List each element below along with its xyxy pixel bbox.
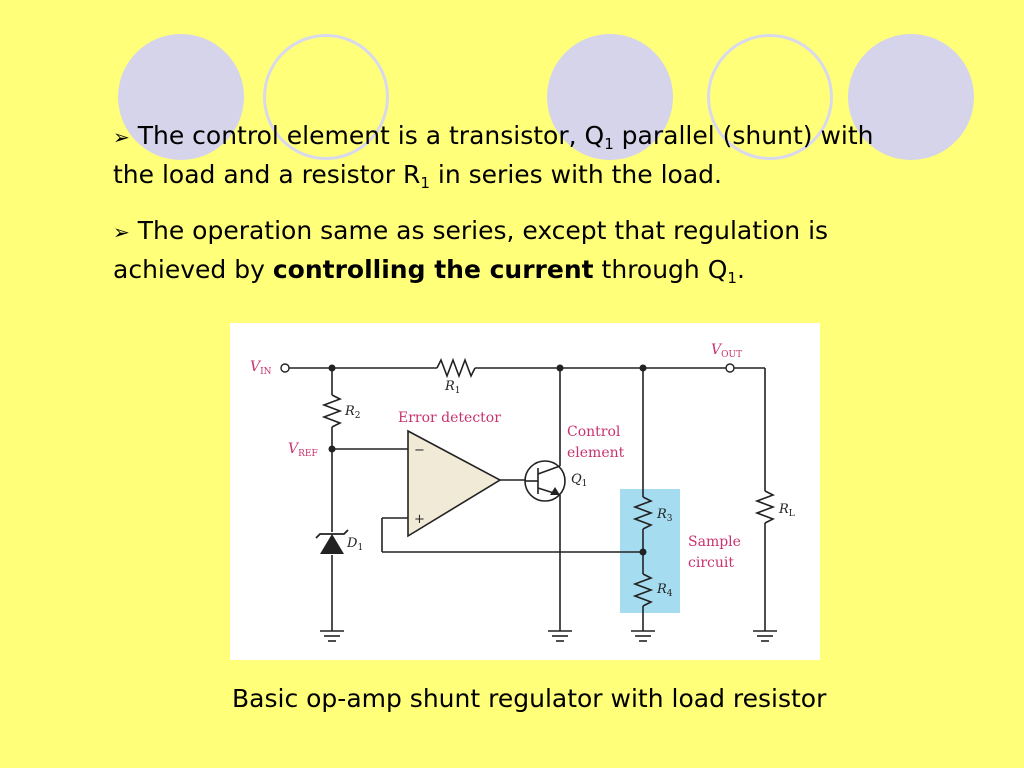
transistor-q1	[524, 460, 566, 502]
decorative-circle	[118, 34, 244, 160]
junction-dot	[328, 445, 336, 453]
bold-emphasis: controlling the current	[272, 255, 594, 284]
subscript: 1	[727, 269, 737, 287]
r4-label: R4	[656, 582, 673, 599]
bullet-text: .	[736, 255, 745, 284]
resistor-r2	[321, 394, 343, 428]
r1-label: R1	[444, 379, 461, 396]
bullet-text: The control element is a transistor, Q	[137, 121, 605, 150]
subscript: 1	[420, 174, 430, 192]
decorative-ring	[263, 34, 389, 160]
junction-dot	[639, 364, 647, 372]
r3-label: R3	[656, 507, 673, 524]
bullet-text: The operation same as series, except tha…	[113, 216, 829, 284]
ground-icon	[753, 630, 777, 642]
vout-terminal	[725, 363, 735, 373]
junction-dot	[556, 364, 564, 372]
decorative-ring	[707, 34, 833, 160]
vout-label: VOUT	[711, 342, 742, 360]
shunt-regulator-schematic: VIN VOUT VREF R1 R2 R3 R4 RL D1 Q1 Error…	[250, 342, 795, 642]
q1-label: Q1	[571, 472, 587, 489]
sample-circuit-label-line2: circuit	[688, 555, 734, 571]
bullet-point-1: ➢ The control element is a transistor, Q…	[113, 117, 913, 194]
circuit-figure: VIN VOUT VREF R1 R2 R3 R4 RL D1 Q1 Error…	[230, 323, 820, 660]
resistor-rl	[754, 490, 776, 524]
decorative-circle	[547, 34, 673, 160]
bullet-text: parallel (shunt) with the load and a res…	[113, 121, 874, 189]
ground-icon	[631, 630, 655, 642]
vin-terminal	[280, 363, 290, 373]
ground-icon	[548, 630, 572, 642]
zener-diode-d1	[315, 529, 349, 554]
sample-circuit-highlight	[620, 489, 680, 613]
opamp-plus-label: +	[414, 512, 425, 527]
bullet-point-2: ➢ The operation same as series, except t…	[113, 212, 913, 289]
decorative-circle	[848, 34, 974, 160]
resistor-r3	[632, 496, 654, 530]
bullet-arrow-icon: ➢	[113, 125, 130, 149]
opamp-minus-label: −	[414, 443, 425, 458]
op-amp-triangle	[407, 429, 502, 538]
control-element-label-line2: element	[567, 445, 625, 461]
vref-label: VREF	[288, 441, 318, 459]
r2-label: R2	[344, 404, 361, 421]
resistor-r4	[632, 573, 654, 607]
subscript: 1	[604, 135, 614, 153]
control-element-label-line1: Control	[567, 424, 621, 440]
junction-dot	[639, 548, 647, 556]
figure-caption: Basic op-amp shunt regulator with load r…	[232, 684, 827, 713]
bullet-text: through Q	[593, 255, 728, 284]
sample-circuit-label-line1: Sample	[688, 534, 741, 550]
vin-label: VIN	[250, 359, 272, 377]
d1-label: D1	[346, 536, 363, 553]
bullet-arrow-icon: ➢	[113, 220, 130, 244]
resistor-r1	[436, 357, 476, 379]
ground-icon	[320, 630, 344, 642]
error-detector-label: Error detector	[398, 410, 501, 426]
bullet-text: in series with the load.	[429, 160, 722, 189]
junction-dot	[328, 364, 336, 372]
rl-label: RL	[778, 502, 795, 519]
